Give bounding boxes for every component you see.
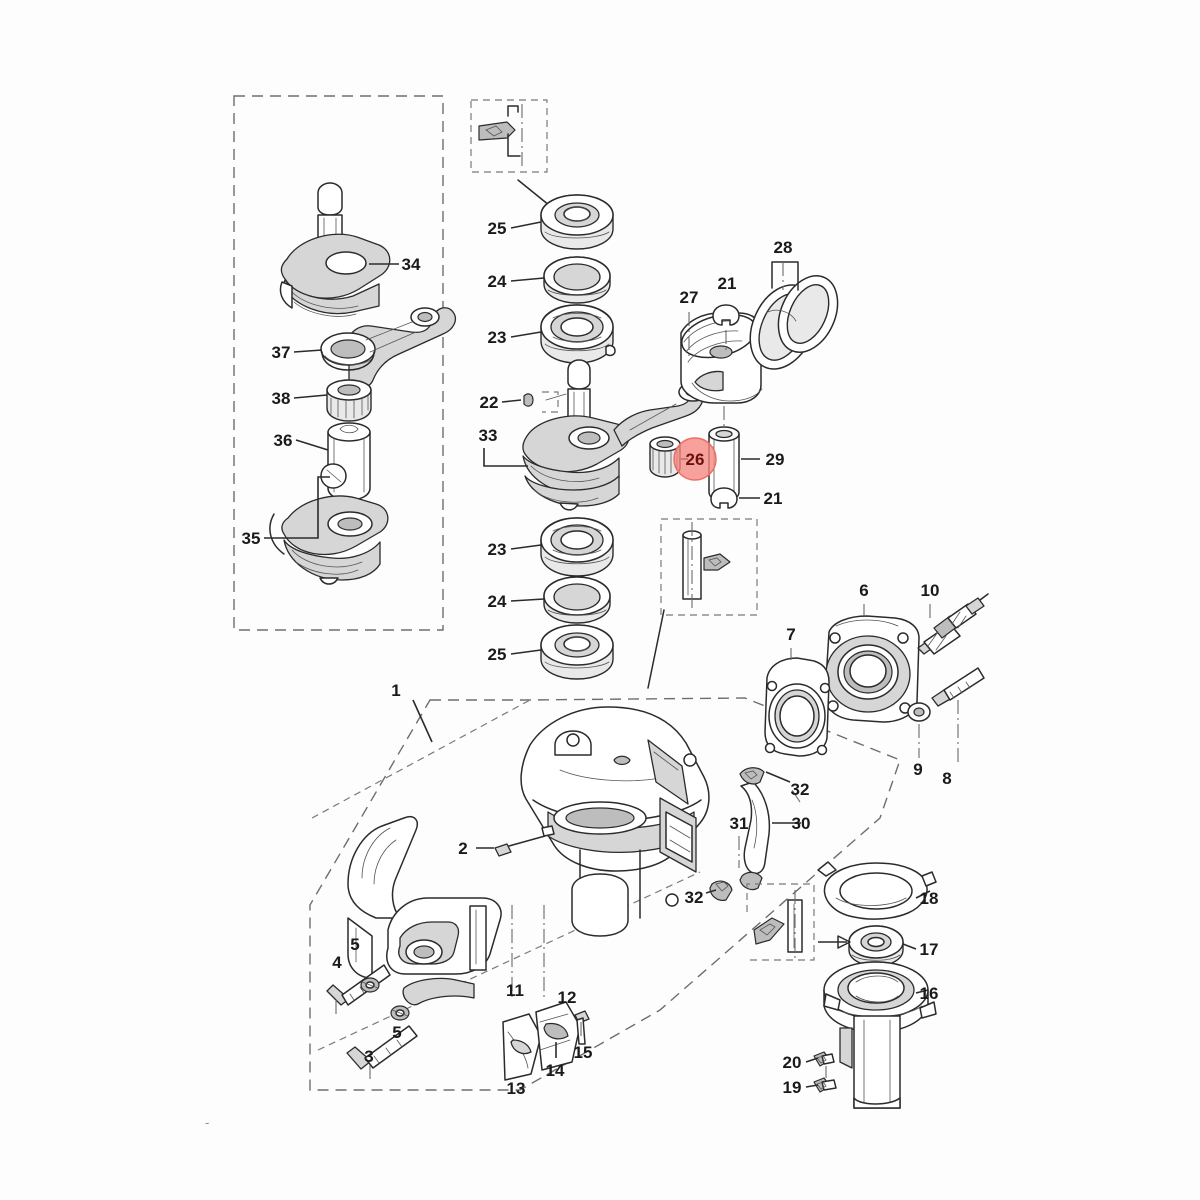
callout-25-upper: 25 [488,219,507,238]
part-16-lower-housing [823,961,937,1109]
part-8-head-bolt [931,667,985,766]
callout-13: 13 [507,1079,526,1098]
part-26-needle-bearing [649,436,681,478]
part-24-bearing-ring-upper [543,256,611,304]
callout-6: 6 [859,581,868,600]
callout-32-upper: 32 [791,780,810,799]
part-32-hose-fitting-upper [739,767,791,785]
callout-23-lower: 23 [488,540,507,559]
part-32-hose-fitting-lower [709,880,733,901]
callout-24-lower: 24 [488,592,507,611]
callout-24-upper: 24 [488,272,507,291]
callout-3: 3 [364,1047,373,1066]
part-31-hose-clamp [739,871,763,891]
callout-21-upper: 21 [718,274,737,293]
callout-16: 16 [920,984,939,1003]
part-37-connecting-rod [320,307,457,389]
part-3-bolt-long [346,1025,418,1080]
callout-38: 38 [272,389,291,408]
watermark: - [205,1115,209,1130]
part-7-head-gasket [764,657,831,757]
callout-15: 15 [574,1043,593,1062]
callout-37: 37 [272,343,291,362]
part-18-lower-gasket [817,861,937,920]
callout-11: 11 [506,981,524,1000]
part-9-head-washer [907,702,931,758]
callout-10: 10 [921,581,940,600]
callout-5-lower: 5 [392,1023,401,1042]
part-21-clip-lower [710,487,738,509]
callout-35: 35 [242,529,261,548]
part-25-oil-seal-lower [540,624,614,680]
callout-31: 31 [730,814,749,833]
part-29-piston-pin [708,406,740,502]
callout-23-upper: 23 [488,328,507,347]
callout-19: 19 [783,1078,802,1097]
part-34-crank-upper-web [279,182,391,317]
callout-29: 29 [766,450,785,469]
callout-8: 8 [942,769,951,788]
leader-lines [264,221,931,1088]
callout-1: 1 [391,681,400,700]
callout-9: 9 [913,760,922,779]
part-38-crank-needle-bearing [326,379,372,422]
part-6-cylinder-head [824,615,920,723]
intake-manifold-assembly [347,816,502,1006]
seal-inset-lower-housing [746,883,851,961]
part-25-oil-seal-upper [540,194,614,250]
callout-28: 28 [774,238,793,257]
part-15-reed-screw [574,1010,590,1045]
callout-32-lower: 32 [685,888,704,907]
callout-30: 30 [792,814,811,833]
part-22-woodruff-key [523,391,567,413]
seal-inset-bottom [647,518,758,689]
callout-18: 18 [920,889,939,908]
callout-12: 12 [558,988,577,1007]
callout-4: 4 [332,953,342,972]
callout-20: 20 [783,1053,802,1072]
crankcase-boundary-box [309,697,901,1091]
part-21-clip-upper [712,304,740,350]
part-12-reed-valve [535,1001,581,1071]
callout-5-upper: 5 [350,935,359,954]
callout-2: 2 [458,839,467,858]
callout-26: 26 [686,450,705,469]
part-11-reed-stopper [502,905,542,1081]
part-23-main-bearing-lower [540,517,614,577]
callout-27: 27 [680,288,699,307]
callout-14: 14 [546,1061,565,1080]
callout-7: 7 [786,625,795,644]
part-27-piston [680,312,763,404]
part-19-drain-screw [813,1066,837,1093]
crankcase-body [520,706,710,937]
part-35-crank-lower-web [269,463,389,585]
callout-numbers: 34 2 3 4 5 5 6 7 8 9 10 11 12 13 14 15 1… [242,219,952,1098]
part-2-dowel-pin [494,825,555,857]
part-23-main-bearing-upper [540,304,616,364]
part-17-oil-seal-lower [848,925,904,967]
callout-21-lower: 21 [764,489,783,508]
part-24-bearing-ring-lower [543,576,611,624]
callout-25-lower: 25 [488,645,507,664]
part-28-piston-ring-set [749,261,839,370]
crankshaft-detail-box [233,95,444,631]
callout-17: 17 [920,940,939,959]
highlight-marker-part-26[interactable] [673,437,717,481]
callout-33: 33 [479,426,498,445]
callout-22: 22 [480,393,499,412]
callout-36: 36 [274,431,293,450]
part-5-washer-lower [390,1005,410,1021]
callout-34: 34 [402,255,421,274]
part-5-washer-upper [360,977,380,993]
part-20-drain-washer [813,1051,835,1067]
part-10-spark-plug [917,593,989,655]
